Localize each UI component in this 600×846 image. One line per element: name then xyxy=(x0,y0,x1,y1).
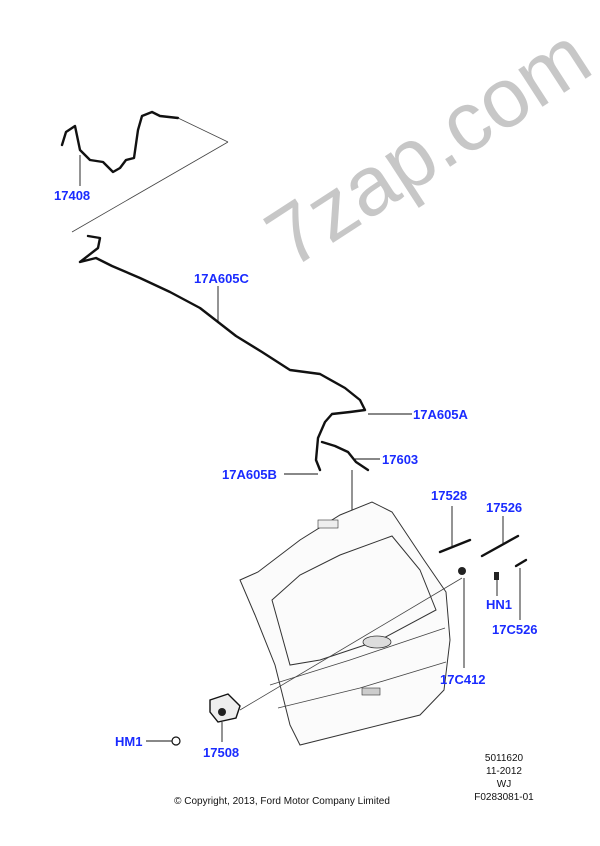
callout-17408[interactable]: 17408 xyxy=(54,188,90,203)
wiper-arm-17526 xyxy=(480,534,520,558)
illustration-ref: F0283081-01 xyxy=(474,792,534,803)
bolt-HM1 xyxy=(171,736,181,746)
tailgate xyxy=(239,501,451,746)
callout-17C412[interactable]: 17C412 xyxy=(440,672,486,687)
harness-17A605C xyxy=(78,234,367,472)
callout-17C526[interactable]: 17C526 xyxy=(492,622,538,637)
projection-line xyxy=(239,577,463,711)
harness-17408 xyxy=(60,110,180,174)
callout-HM1[interactable]: HM1 xyxy=(115,734,142,749)
callout-17528[interactable]: 17528 xyxy=(431,488,467,503)
cover-17C526 xyxy=(514,558,528,568)
illustration-code: WJ xyxy=(497,779,511,790)
wiper-blade-17528 xyxy=(438,538,472,554)
projection-line xyxy=(177,117,229,143)
illustration-number: 5011620 xyxy=(485,753,524,764)
projection-line xyxy=(71,141,229,233)
illustration-date: 11-2012 xyxy=(486,766,522,777)
callout-17508[interactable]: 17508 xyxy=(203,745,239,760)
hose-17603 xyxy=(320,440,370,472)
callout-17A605A[interactable]: 17A605A xyxy=(413,407,469,422)
nut-HN1 xyxy=(494,572,499,580)
callout-17A605C[interactable]: 17A605C xyxy=(194,271,250,286)
callout-17A605B[interactable]: 17A605B xyxy=(222,467,277,482)
latch-17508 xyxy=(209,693,241,723)
watermark: 7zap.com xyxy=(250,8,600,285)
callout-HN1[interactable]: HN1 xyxy=(486,597,512,612)
motor-17C412 xyxy=(458,567,466,575)
copyright: © Copyright, 2013, Ford Motor Company Li… xyxy=(174,796,390,807)
callout-17526[interactable]: 17526 xyxy=(486,500,522,515)
callout-17603[interactable]: 17603 xyxy=(382,452,418,467)
